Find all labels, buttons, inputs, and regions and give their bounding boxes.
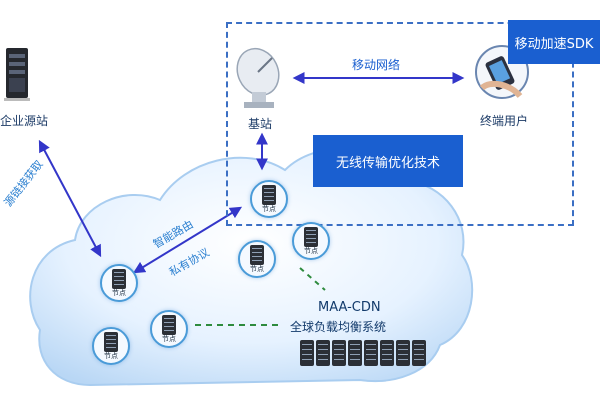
server-rack-icon [380, 340, 394, 366]
node-label: 节点 [262, 205, 276, 213]
node-label: 节点 [112, 289, 126, 297]
node-bottom-left: 节点 [92, 327, 130, 365]
node-label: 节点 [104, 352, 118, 360]
server-rack-icon [348, 340, 362, 366]
server-rack-icon [332, 340, 346, 366]
server-rack-icon [396, 340, 410, 366]
server-rack-icon [316, 340, 330, 366]
terminal-user-label: 终端用户 [480, 114, 529, 128]
satellite-dish-icon [236, 47, 280, 108]
server-rack-icon [412, 340, 426, 366]
base-station-label: 基站 [248, 117, 273, 131]
server-rack-icon [364, 340, 378, 366]
node-top: 节点 [250, 180, 288, 218]
cdn-subtitle: 全球负载均衡系统 [290, 320, 387, 334]
mobile-sdk-label: 移动加速SDK [514, 36, 594, 52]
node-label: 节点 [304, 247, 318, 255]
server-rack-row [300, 340, 426, 366]
server-rack-icon [300, 340, 314, 366]
node-left: 节点 [100, 264, 138, 302]
mobile-access-region [226, 22, 574, 226]
wireless-opt-label: 无线传输优化技术 [335, 155, 440, 171]
mobile-user-icon [475, 45, 529, 99]
enterprise-source-label: 企业源站 [0, 114, 49, 128]
node-bottom-mid: 节点 [150, 310, 188, 348]
smart-routing-arrow [132, 206, 243, 274]
mobile-network-label: 移动网络 [352, 58, 401, 72]
wireless-opt-tag: 无线传输优化技术 [313, 135, 463, 187]
mobile-sdk-tag: 移动加速SDK [508, 20, 600, 64]
node-label: 节点 [250, 265, 264, 273]
node-mid-right: 节点 [292, 222, 330, 260]
cdn-title: MAA-CDN [318, 300, 381, 315]
node-label: 节点 [162, 335, 176, 343]
source-to-node-arrow [38, 139, 102, 258]
node-mid-left: 节点 [238, 240, 276, 278]
server-icon [4, 48, 30, 101]
